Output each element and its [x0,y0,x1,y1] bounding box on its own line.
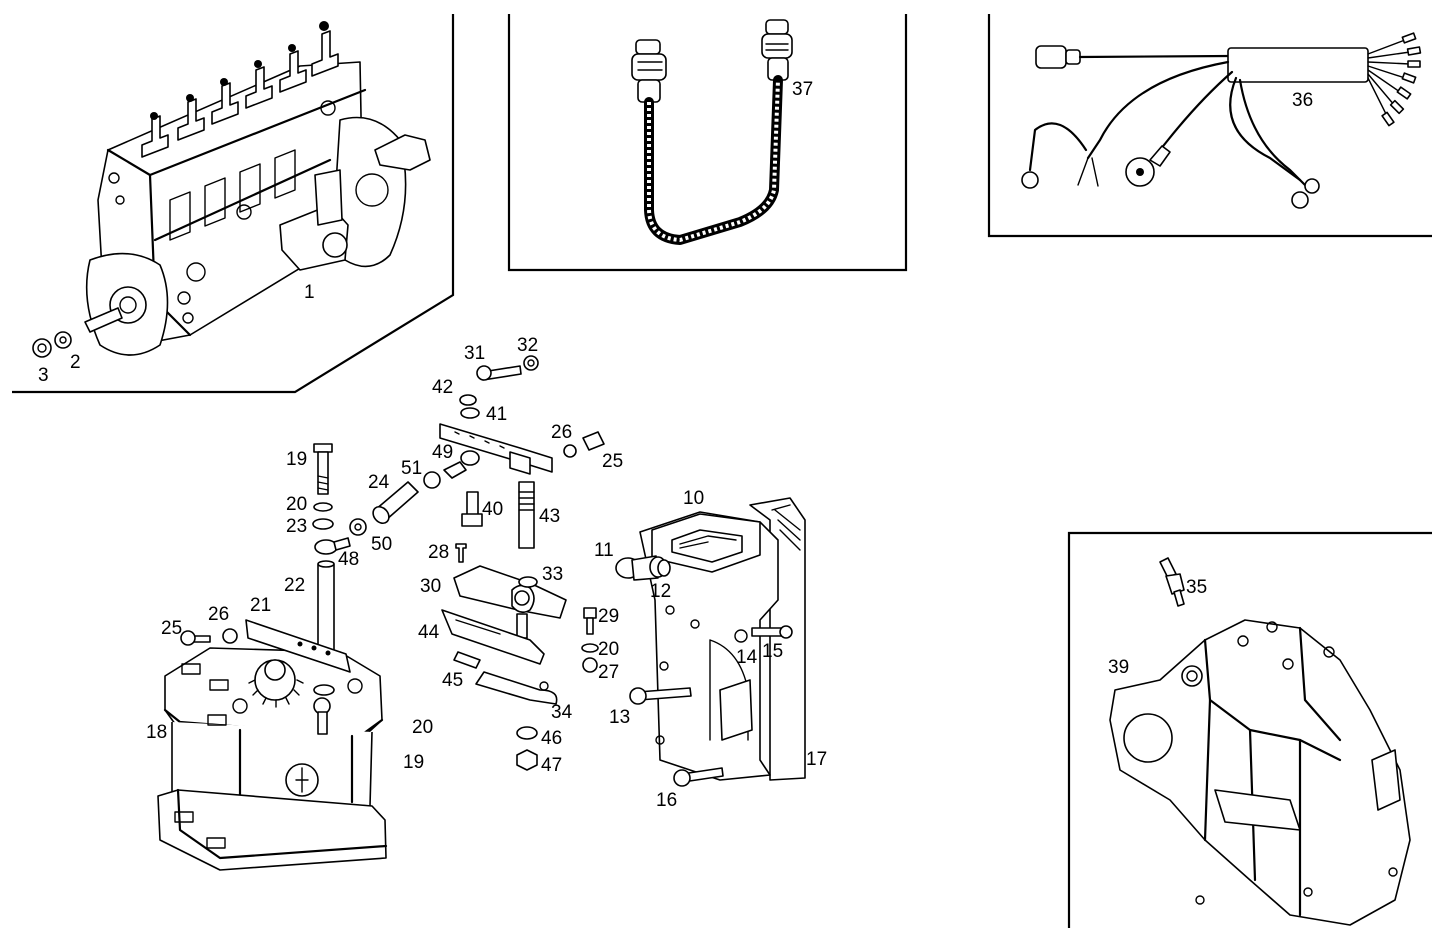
label-20c: 20 [598,639,619,660]
label-25b: 25 [161,618,182,639]
label-35: 35 [1186,577,1207,598]
label-39: 39 [1108,657,1129,678]
label-32: 32 [517,335,538,356]
label-29: 29 [598,606,619,627]
label-43: 43 [539,506,560,527]
label-21: 21 [250,595,271,616]
label-23: 23 [286,516,307,537]
label-1: 1 [304,282,315,303]
label-42: 42 [432,377,453,398]
label-40: 40 [482,499,503,520]
label-31: 31 [464,343,485,364]
pump-delivery-valves [141,21,339,158]
label-45: 45 [442,670,463,691]
label-26a: 26 [551,422,572,443]
frame-injection-pump [12,14,455,394]
label-28: 28 [428,542,449,563]
label-20a: 20 [286,494,307,515]
timing-cover-10 [615,497,806,787]
label-30: 30 [420,576,441,597]
label-37: 37 [792,79,813,100]
label-16: 16 [656,790,677,811]
label-19a: 19 [286,449,307,470]
frame-flywheel-housing [1067,531,1432,928]
label-15: 15 [762,641,783,662]
gear-housing-18 [157,619,388,871]
label-22: 22 [284,575,305,596]
part-labels: 1 2 3 37 36 31 32 42 41 26 25 19 49 51 2… [38,79,1313,811]
label-26b: 26 [208,604,229,625]
label-10: 10 [683,488,704,509]
label-14: 14 [736,647,758,668]
label-48: 48 [338,549,359,570]
label-41: 41 [486,404,507,425]
label-51: 51 [401,458,422,479]
label-50: 50 [371,534,392,555]
label-13: 13 [609,707,630,728]
label-2: 2 [70,352,81,373]
label-34: 34 [551,702,573,723]
label-46: 46 [541,728,562,749]
label-12: 12 [650,581,671,602]
label-19b: 19 [403,752,424,773]
label-18: 18 [146,722,167,743]
label-33: 33 [542,564,563,585]
label-27: 27 [598,662,619,683]
label-17: 17 [806,749,827,770]
cable-assembly-37 [631,19,793,245]
label-3: 3 [38,365,49,386]
flywheel-housing-39 [1109,557,1411,926]
frame-cable-37 [507,14,908,272]
wiring-harness-36 [1021,32,1422,209]
label-36: 36 [1292,90,1313,111]
frame-harness-36 [987,14,1432,238]
label-25a: 25 [602,451,623,472]
injection-pump [32,21,431,358]
label-11: 11 [594,540,614,561]
control-linkage [312,355,605,771]
label-20b: 20 [412,717,433,738]
label-47: 47 [541,755,562,776]
label-24: 24 [368,472,390,493]
label-44: 44 [418,622,440,643]
label-49: 49 [432,442,453,463]
